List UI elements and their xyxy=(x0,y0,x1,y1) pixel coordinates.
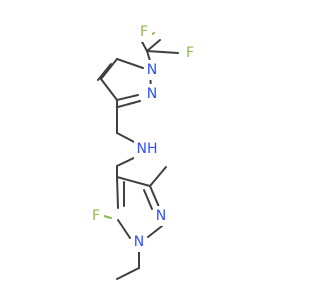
bond-n1b-c5b xyxy=(117,219,131,239)
bond-c4-c3 xyxy=(100,78,118,101)
molecule-diagram: F F N N NH N N F xyxy=(88,22,198,280)
atom-n1-top: N xyxy=(147,62,157,78)
bond-ethyl xyxy=(116,267,140,280)
bond-c3-n2-double xyxy=(117,100,141,108)
bond-c5-c4 xyxy=(100,58,118,80)
atom-f-top-left: F xyxy=(140,24,148,40)
bond-c4-c5b xyxy=(116,176,119,209)
atom-n2-bottom: N xyxy=(156,208,166,224)
atom-labels: F F N N NH N N F xyxy=(88,22,198,252)
atom-n1-bottom: N xyxy=(134,234,144,250)
bond-methyl xyxy=(149,166,167,187)
atom-n2-top: N xyxy=(147,86,157,102)
bond-c3b-n2b xyxy=(149,185,160,208)
structure-drawing: F F N N NH N N F xyxy=(88,22,198,280)
bond-c5-c4-double xyxy=(97,63,112,81)
atom-f-top-right: F xyxy=(186,45,194,61)
bond-c3-n2 xyxy=(116,94,139,101)
atom-f-bottom: F xyxy=(92,208,100,224)
bond-chf2-c xyxy=(146,39,161,52)
bond-c5b-f xyxy=(103,215,112,219)
bond-chf2-cf xyxy=(146,50,179,54)
bond-n2b-n1b xyxy=(147,225,163,238)
bond-c4-c3b xyxy=(116,176,151,187)
bond-n1-c5 xyxy=(116,58,144,69)
atom-nh: NH xyxy=(137,141,158,157)
bond-c3b-n2b-double xyxy=(143,189,153,210)
